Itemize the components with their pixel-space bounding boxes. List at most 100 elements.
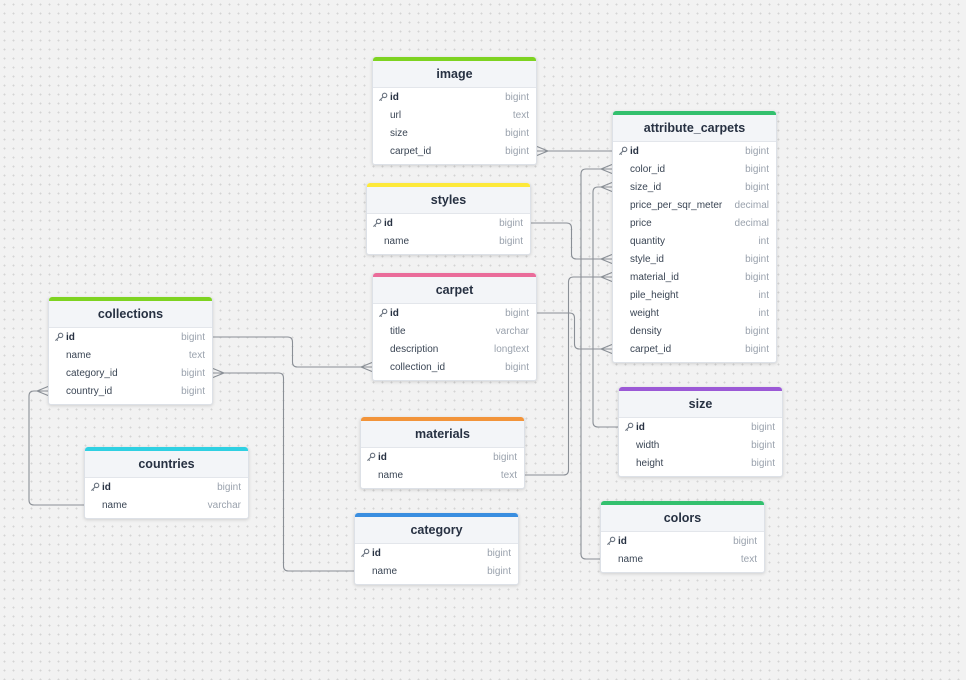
field-type: varchar: [207, 499, 241, 511]
table-title[interactable]: colors: [601, 505, 764, 532]
relation-line[interactable]: [213, 336, 372, 368]
relation-line[interactable]: [580, 168, 612, 560]
field-type: bigint: [751, 457, 775, 469]
table-title[interactable]: size: [619, 391, 782, 418]
relation-line[interactable]: [213, 372, 354, 572]
table-title[interactable]: category: [355, 517, 518, 544]
table-title[interactable]: carpet: [373, 277, 536, 304]
crowfoot-icon: [536, 145, 549, 157]
table-color-bar: [85, 447, 248, 451]
field-type: int: [758, 289, 769, 301]
table-title[interactable]: countries: [85, 451, 248, 478]
field-row-title[interactable]: title varchar: [373, 322, 536, 340]
field-name: id: [630, 145, 639, 157]
table-title[interactable]: collections: [49, 301, 212, 328]
field-row-id[interactable]: id bigint: [355, 544, 518, 562]
field-name: title: [390, 325, 406, 337]
relation-line[interactable]: [28, 390, 84, 506]
field-name: id: [102, 481, 111, 493]
field-name: id: [372, 547, 381, 559]
crowfoot-icon: [600, 163, 613, 175]
field-type: bigint: [745, 145, 769, 157]
key-icon: [55, 332, 64, 341]
field-name: size: [390, 127, 408, 139]
table-title[interactable]: attribute_carpets: [613, 115, 776, 142]
field-name: name: [102, 499, 128, 511]
field-row-size[interactable]: size bigint: [373, 124, 536, 142]
crowfoot-icon: [600, 343, 613, 355]
relation-line[interactable]: [525, 276, 612, 476]
field-row-name[interactable]: name varchar: [85, 496, 248, 514]
field-type: varchar: [495, 325, 529, 337]
relation-line[interactable]: [537, 312, 612, 350]
key-icon: [367, 452, 376, 461]
field-row-id[interactable]: id bigint: [613, 142, 776, 160]
relation-line[interactable]: [592, 186, 618, 428]
field-type: bigint: [505, 127, 529, 139]
table-title[interactable]: image: [373, 61, 536, 88]
field-type: int: [758, 235, 769, 247]
table-color-bar: [373, 57, 536, 61]
table-color-bar: [361, 417, 524, 421]
field-type: bigint: [499, 217, 523, 229]
field-name: url: [390, 109, 402, 121]
table-title[interactable]: materials: [361, 421, 524, 448]
field-type: int: [758, 307, 769, 319]
field-name: material_id: [630, 271, 679, 283]
relation-line[interactable]: [531, 222, 612, 260]
field-name: price: [630, 217, 652, 229]
table-color-bar: [601, 501, 764, 505]
field-name: weight: [630, 307, 659, 319]
field-type: bigint: [493, 451, 517, 463]
field-row-weight[interactable]: weight int: [613, 304, 776, 322]
field-name: id: [390, 91, 399, 103]
field-type: bigint: [487, 547, 511, 559]
field-type: decimal: [734, 199, 769, 211]
table-title[interactable]: styles: [367, 187, 530, 214]
field-name: color_id: [630, 163, 666, 175]
